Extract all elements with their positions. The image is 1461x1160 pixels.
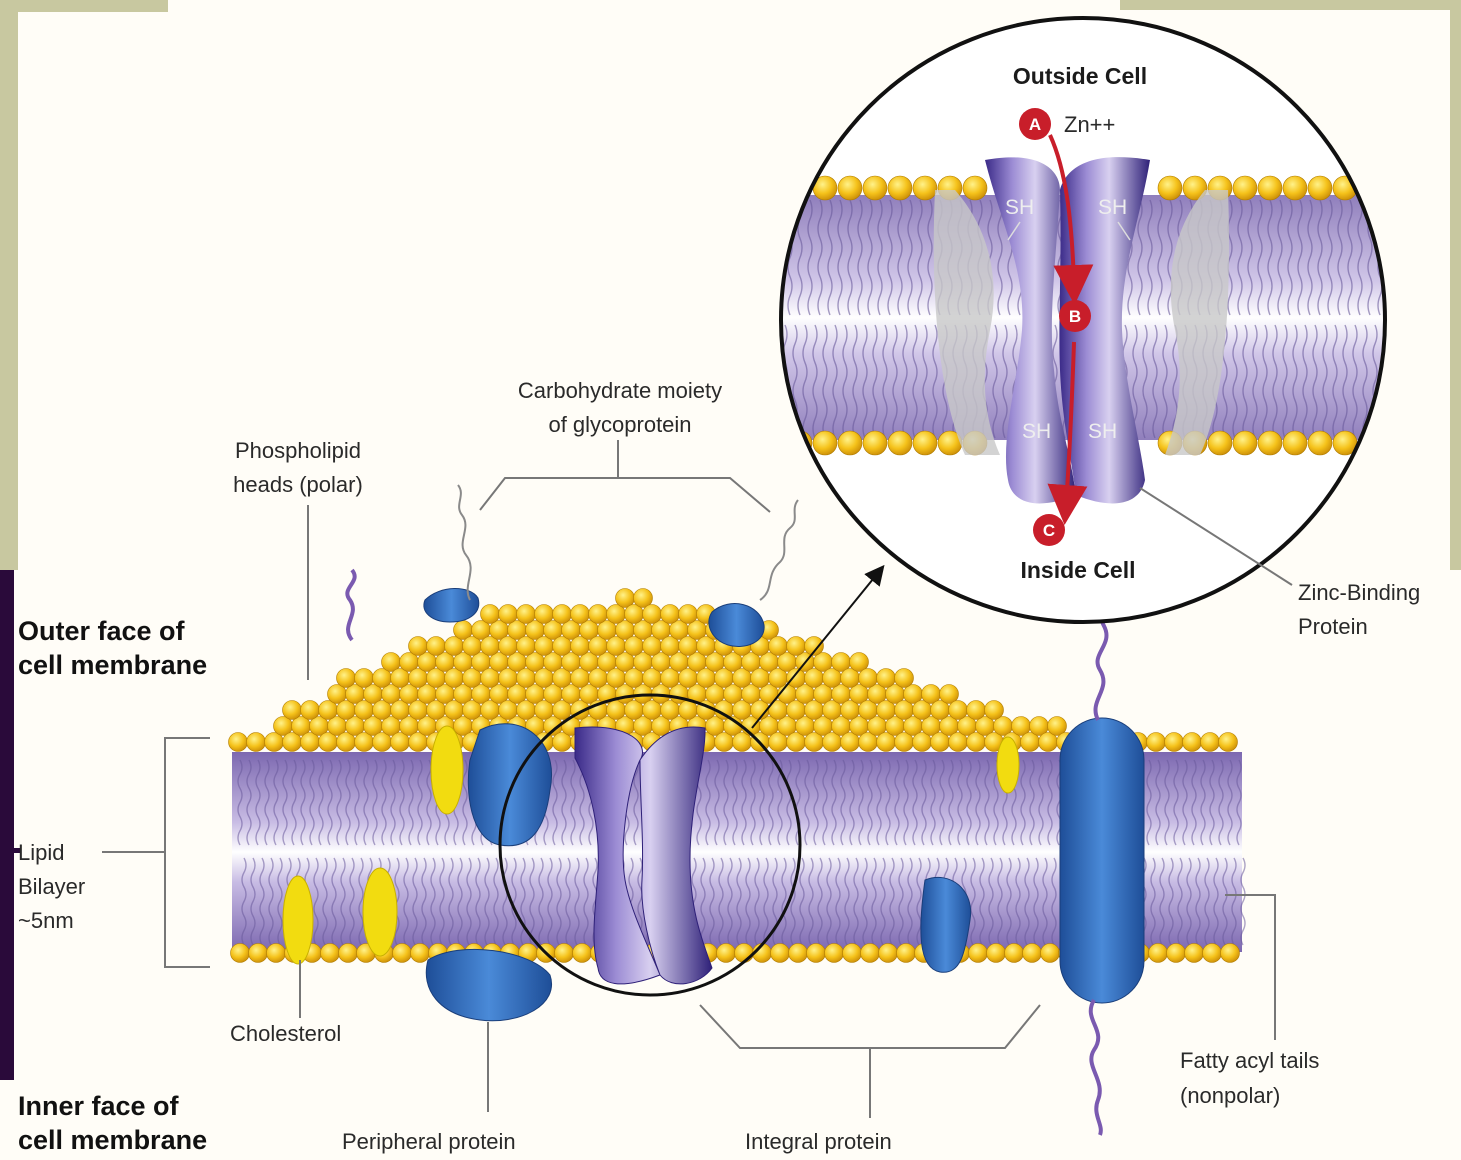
- outer-face-label-1: Outer face of: [18, 616, 186, 646]
- carbohydrate-label-2: of glycoprotein: [548, 412, 691, 437]
- fatty-acyl-label-2: (nonpolar): [1180, 1083, 1280, 1108]
- phospholipid-label-2: heads (polar): [233, 472, 363, 497]
- lipid-bilayer-label-3: ~5nm: [18, 908, 74, 933]
- zinc-ion-label: Zn++: [1064, 112, 1115, 137]
- step-a-label: A: [1029, 115, 1041, 134]
- outer-face-label-2: cell membrane: [18, 650, 207, 680]
- step-b-label: B: [1069, 307, 1081, 326]
- inner-face-label-2: cell membrane: [18, 1125, 207, 1155]
- zinc-binding-label-1: Zinc-Binding: [1298, 580, 1420, 605]
- frame-left-olive: [0, 0, 18, 570]
- lipid-bilayer-label-1: Lipid: [18, 840, 64, 865]
- zinc-binding-label-2: Protein: [1298, 614, 1368, 639]
- fatty-acyl-label-1: Fatty acyl tails: [1180, 1048, 1319, 1073]
- sh-label-bottom-right: SH: [1088, 420, 1117, 443]
- frame-right-olive: [1450, 10, 1461, 570]
- peripheral-protein-label: Peripheral protein: [342, 1129, 516, 1154]
- step-c-label: C: [1043, 521, 1055, 540]
- integral-protein-label: Integral protein: [745, 1129, 892, 1154]
- inside-cell-label: Inside Cell: [1020, 557, 1135, 583]
- lipid-bilayer-label-2: Bilayer: [18, 874, 85, 899]
- carbohydrate-label-1: Carbohydrate moiety: [518, 378, 722, 403]
- inner-face-label-1: Inner face of: [18, 1091, 180, 1121]
- frame-left-tick: [0, 848, 20, 853]
- frame-left-purple: [0, 570, 14, 1080]
- frame-top-olive-left: [0, 0, 168, 12]
- sh-label-bottom-left: SH: [1022, 420, 1051, 443]
- phospholipid-label-1: Phospholipid: [235, 438, 361, 463]
- frame-top-olive-right: [1120, 0, 1461, 10]
- outside-cell-label: Outside Cell: [1013, 63, 1147, 89]
- sh-label-top-left: SH: [1005, 196, 1034, 219]
- sh-label-top-right: SH: [1098, 196, 1127, 219]
- cholesterol-label: Cholesterol: [230, 1021, 341, 1046]
